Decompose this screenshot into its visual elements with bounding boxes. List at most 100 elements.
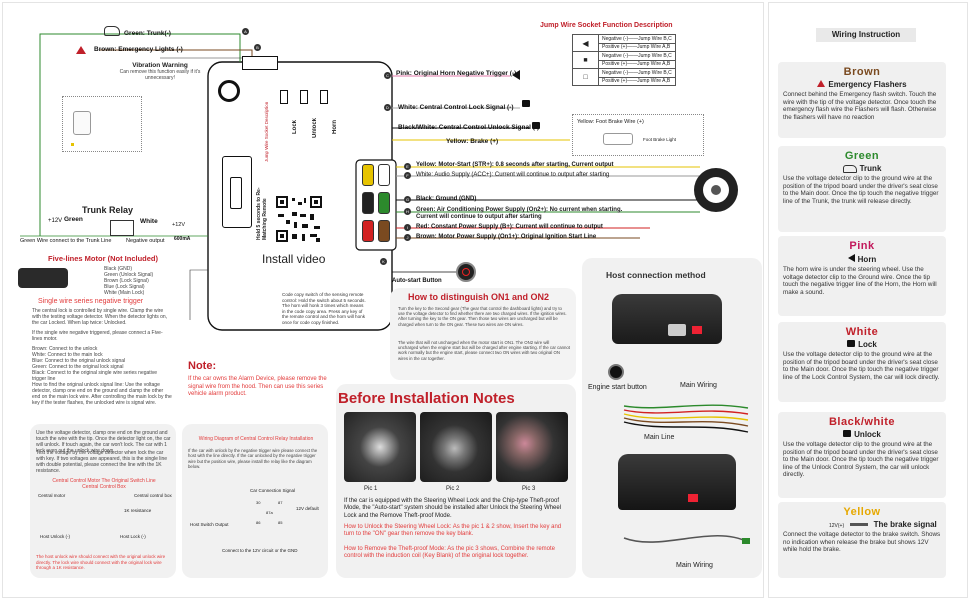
central-motor-text1: Use the voltage detector, clamp one end … <box>36 430 171 454</box>
terminal-label: I <box>404 224 411 231</box>
lock-icon <box>847 340 856 347</box>
list-item: White: Connect to the main lock <box>32 352 103 358</box>
relay-pin: 87 <box>278 500 283 505</box>
card-subtitle-text: Horn <box>857 255 877 264</box>
auto-start-label: Auto-start Button <box>392 278 442 284</box>
qr-code[interactable] <box>274 194 324 244</box>
on1-on2-p1: Turn the key to the Second gear (The gea… <box>398 306 567 327</box>
receiver-port <box>688 494 698 502</box>
wire-label-black-gnd: Black: Ground (GND) <box>416 196 477 202</box>
pic-3-caption: Pic 3 <box>522 486 536 492</box>
car-connection-label: Car Connection Signal <box>250 488 296 493</box>
power-icon <box>462 268 470 276</box>
legend-item: Blue (Lock Signal) <box>104 284 145 290</box>
relay-diagram-title: Wiring Diagram of Central Control Relay … <box>198 436 314 442</box>
wire-label-red-b: Red: Constant Power Supply (B+): Current… <box>416 224 603 230</box>
host-connection-panel: Host connection method Engine start butt… <box>582 258 762 578</box>
central-motor-subtitle: Central Control Motor The Original Switc… <box>52 478 156 490</box>
plug-brown <box>378 220 390 242</box>
jumper-block-3[interactable] <box>320 90 328 104</box>
card-subtitle-text: Unlock <box>854 430 881 439</box>
horn-icon <box>847 254 855 262</box>
lock-label: Lock <box>292 120 298 135</box>
vibration-text: Can remove this function easily if it's … <box>119 69 201 81</box>
jump-wire-row: Positive (+)——Jump Wire A,B <box>598 42 676 52</box>
card-subtitle-text: Emergency Flashers <box>828 80 907 89</box>
host-switch-label: Host Switch Output <box>190 522 229 527</box>
brake-switch-icon <box>603 133 633 145</box>
wire-label-emergency: Brown: Emergency Lights (-) <box>76 46 183 54</box>
lock-icon <box>522 100 530 107</box>
wire-label-white: White: Central Control Lock Signal (-) <box>398 104 514 111</box>
list-item: Brown: Connect to the unlock <box>32 346 98 352</box>
card-subtitle-text: Lock <box>858 340 877 349</box>
before-notes-p3: How to Remove the Theft-proof Mode: As t… <box>344 546 555 560</box>
card-color-title: Pink <box>849 240 875 252</box>
car-trunk-icon <box>842 164 857 173</box>
relay-pin: 87a <box>266 510 273 515</box>
jump-wire-title: Jump Wire Socket Function Description <box>540 22 673 29</box>
instruction-card-white: White Lock Use the voltage detector clip… <box>778 322 946 402</box>
jump-wire-row: Negative (-)——Jump Wire B,C <box>598 34 676 44</box>
relay-neg-output: Negative output <box>126 238 165 244</box>
terminal-label: F <box>404 172 411 179</box>
relay-plus12-right: +12V <box>172 222 185 228</box>
main-wiring-cable <box>623 534 750 544</box>
before-notes-title: Before Installation Notes <box>338 390 515 407</box>
vibration-warning: Vibration Warning Can remove this functi… <box>118 62 202 81</box>
flasher-icon <box>817 80 826 87</box>
engine-start-label: Engine start button <box>588 384 647 391</box>
card-subtitle-text: The brake signal <box>873 520 937 529</box>
host-connection-title: Host connection method <box>606 270 706 280</box>
legend-item: Brown (Lock Signal) <box>104 278 149 284</box>
five-lines-list: Brown: Connect to the unlock White: Conn… <box>32 346 172 382</box>
car-trunk-icon <box>104 26 120 36</box>
relay-green-note: Green Wire connect to the Trunk Line <box>20 238 112 244</box>
terminal-label: J <box>404 234 411 241</box>
auto-start-button[interactable] <box>456 262 476 282</box>
vibration-sensor-inset <box>62 96 142 152</box>
card-text: The horn wire is under the steering whee… <box>783 266 937 296</box>
probe-label: 12V(+) <box>829 523 845 529</box>
sensor-icon <box>73 111 91 135</box>
left-panel-frame <box>2 2 764 598</box>
relay-plus12-left: +12V <box>48 218 63 224</box>
central-motor-footer: The host unlock wire should connect with… <box>36 554 166 570</box>
card-text: Connect behind the Emergency flash switc… <box>783 91 937 121</box>
before-notes-p2: How to Unlock the Steering Wheel Lock: A… <box>344 524 562 538</box>
wire-label-brown-on1: Brown: Motor Power Supply (On1+): Origin… <box>416 234 597 240</box>
five-lines-title: Five-lines Motor (Not Included) <box>48 254 158 263</box>
instruction-card-yellow: Yellow 12V(+) The brake signal Connect t… <box>778 502 946 578</box>
terminal-label: D <box>384 104 391 111</box>
foot-brake-inset: Yellow: Foot Brake Wire (+) Foot Brake L… <box>572 114 704 156</box>
hold-note: Hold 5 seconds to Re-Matching Remote <box>256 187 268 240</box>
central-motor-text2: Test the voltage by the voltage detector… <box>36 450 168 474</box>
main-wiring-label-2: Main Wiring <box>676 562 713 569</box>
jumper-block-1[interactable] <box>280 90 288 104</box>
right-panel-frame <box>768 2 968 598</box>
card-color-title: Yellow <box>843 506 881 518</box>
before-notes-panel: Before Installation Notes Pic 1 Pic 2 Pi… <box>336 384 576 578</box>
trunk-relay-box <box>110 220 134 236</box>
card-text: Use the voltage detector clip to the gro… <box>783 351 940 381</box>
terminal-label: A <box>242 28 249 35</box>
pic-1-caption: Pic 1 <box>364 486 378 492</box>
before-notes-p1: If the car is equipped with the Steering… <box>344 498 562 519</box>
host-round-button[interactable] <box>218 80 240 102</box>
card-color-title: White <box>845 326 879 338</box>
plug-white <box>378 164 390 186</box>
relay-diagram-panel: Wiring Diagram of Central Control Relay … <box>182 424 328 578</box>
wire-label-trunk: Green: Trunk(-) <box>104 26 171 37</box>
legend-item: Green (Unlock Signal) <box>104 272 154 278</box>
legend-item: White (Main Lock) <box>104 290 145 296</box>
card-subtitle: 12V(+) The brake signal <box>783 520 941 529</box>
relay-pin: 86 <box>256 520 261 525</box>
note-title: Note: <box>188 360 217 372</box>
card-subtitle: Lock <box>783 340 941 349</box>
list-item: Black: Connect to the original single wi… <box>32 370 158 382</box>
install-video-label[interactable]: Install video <box>262 252 326 266</box>
jumper-block-2[interactable] <box>300 90 308 104</box>
relay-pin: 30 <box>256 500 261 505</box>
relay-label-white: White <box>140 218 158 225</box>
list-item: Blue: Connect to the original unlock sig… <box>32 358 126 364</box>
